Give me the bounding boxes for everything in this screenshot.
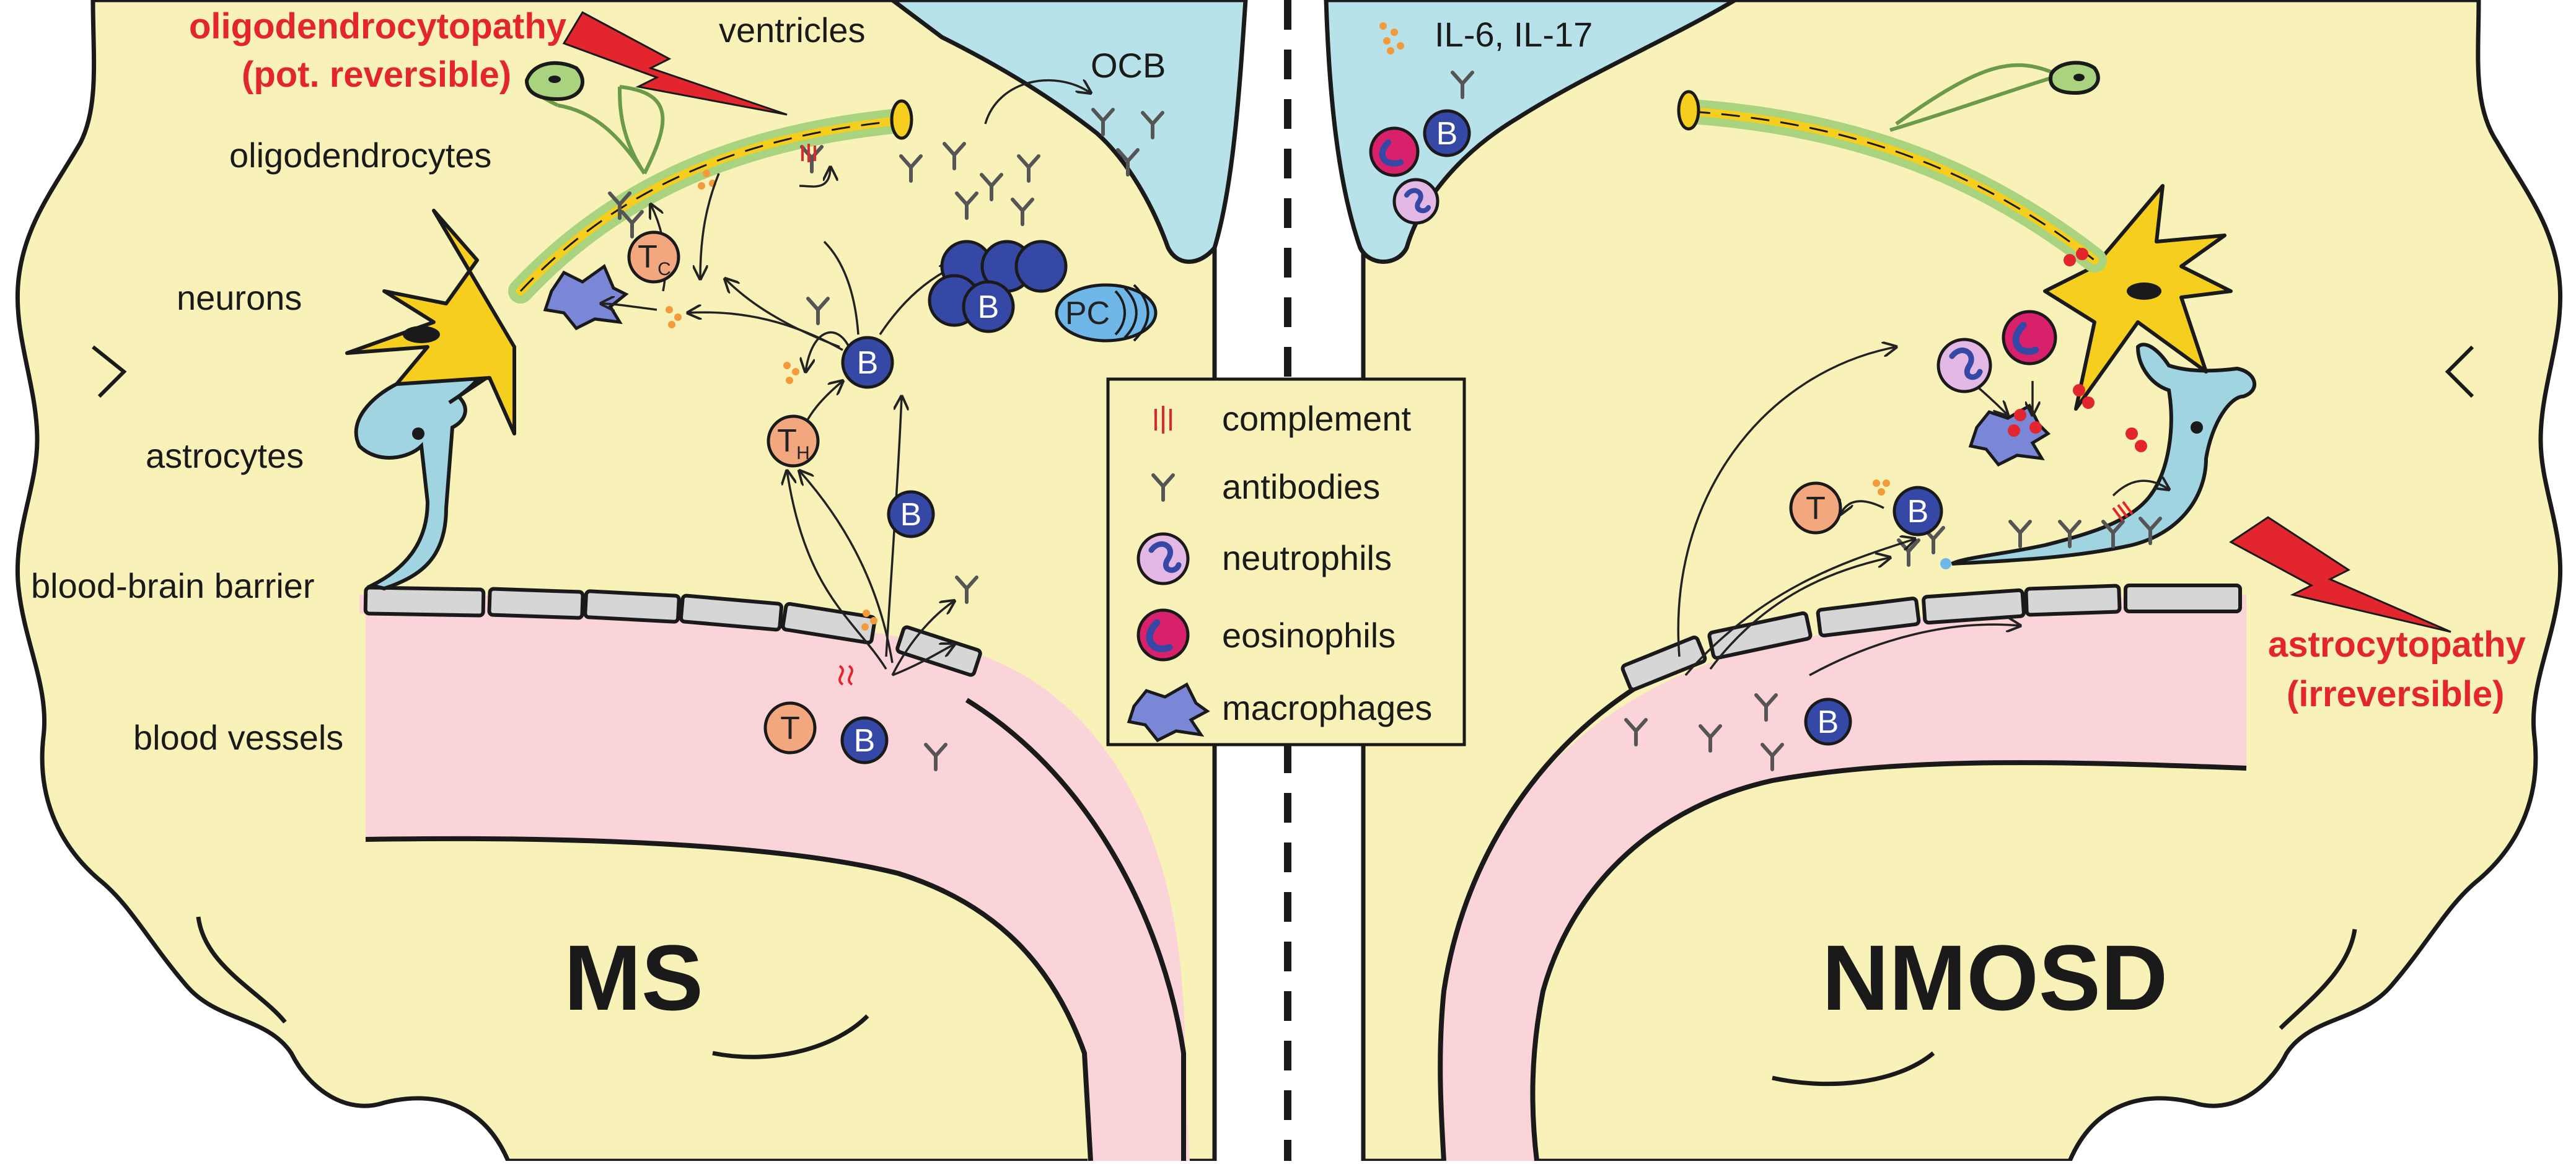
legend-label-eosinophils: eosinophils <box>1222 616 1396 655</box>
macrophage-icon <box>1127 682 1210 743</box>
vessel-left-lower-wall <box>365 836 1093 1162</box>
svg-text:C: C <box>657 259 671 279</box>
tc-cell: T C <box>627 230 680 284</box>
bbb-left <box>363 585 982 677</box>
svg-text:PC: PC <box>1065 295 1110 331</box>
bbb-label: blood-brain barrier <box>31 566 315 605</box>
t-cell-right: T <box>1789 481 1842 535</box>
svg-text:B: B <box>1818 704 1839 740</box>
vessel-right-inner-wall <box>1438 685 1638 1162</box>
complement-marks <box>801 144 2134 686</box>
bbb-right <box>1620 584 2242 692</box>
cytokine-dots <box>666 22 1890 631</box>
macrophage-icon-right <box>1968 403 2051 467</box>
neutrophil-right <box>1936 338 1992 393</box>
svg-text:B: B <box>1907 494 1929 530</box>
svg-text:T: T <box>1806 491 1826 527</box>
svg-text:B: B <box>857 345 879 381</box>
astrocytopathy-label: astrocytopathy <box>2268 624 2526 665</box>
b-cell-ventricle: B <box>1423 109 1471 157</box>
vessel-right <box>1440 595 2246 1161</box>
b-cell-left-vessel: B <box>840 716 889 764</box>
b-cell-cluster: B PC <box>928 240 1158 343</box>
neutrophil-ventricle <box>1392 178 1440 225</box>
svg-text:T: T <box>780 711 800 746</box>
b-cell-left-2: B <box>887 490 935 538</box>
arrows-right <box>1677 347 2169 676</box>
brain-fold-left <box>196 916 287 1024</box>
ocb-label: OCB <box>1091 46 1166 85</box>
eosinophil-right <box>2002 310 2057 365</box>
oligodendrocyte-left <box>508 61 913 304</box>
svg-text:B: B <box>978 289 1000 325</box>
neutrophil-icon <box>1136 532 1190 585</box>
aqp4-marker <box>1940 558 1951 569</box>
irreversible-label: (irreversible) <box>2287 674 2504 714</box>
legend-label-neutrophils: neutrophils <box>1222 538 1392 577</box>
lightning-icon-right <box>2229 516 2451 633</box>
neuron-right <box>2043 184 2233 411</box>
astrocytes-label: astrocytes <box>146 436 304 475</box>
brain-right-hemisphere <box>1361 0 2563 1163</box>
eosinophil-icon <box>1136 608 1190 662</box>
b-cell-right-vessel: B <box>1804 698 1852 746</box>
b-cell-right: B <box>1892 486 1943 536</box>
legend-label-complement: complement <box>1222 399 1411 438</box>
astrocyte-right <box>1951 343 2257 566</box>
brain-fold-right-2 <box>2279 929 2357 1030</box>
pot-reversible-label: (pot. reversible) <box>242 55 511 95</box>
svg-text:T: T <box>777 423 797 459</box>
plasma-cell <box>1055 283 1158 343</box>
brain-fold-small-left <box>92 345 127 398</box>
released-dots-right <box>2008 248 2147 452</box>
neuron-left <box>345 209 516 435</box>
blood-vessels-label: blood vessels <box>133 718 343 757</box>
complement-icon <box>1154 406 1172 434</box>
vessel-right-lower-wall <box>1530 760 2247 1162</box>
ventricle-left <box>889 0 1248 264</box>
neurons-label: neurons <box>177 278 302 317</box>
brain-fold-small-right <box>2445 345 2474 398</box>
ventricles-label: ventricles <box>719 11 866 50</box>
legend-label-macrophages: macrophages <box>1222 688 1432 727</box>
vessel-left <box>366 613 1190 1161</box>
svg-text:B: B <box>900 497 922 533</box>
eosinophil-ventricle <box>1369 126 1420 177</box>
ms-label: MS <box>564 926 703 1030</box>
vessel-left-inner-wall <box>965 698 1186 1161</box>
oligodendrocytes-label: oligodendrocytes <box>229 136 491 175</box>
cytokines-label: IL-6, IL-17 <box>1435 15 1593 54</box>
legend: complement antibodies neutrophils eosino… <box>1106 377 1466 746</box>
lightning-icon-left <box>562 11 788 116</box>
legend-label-antibodies: antibodies <box>1222 467 1380 506</box>
brain-fold-left-2 <box>712 1014 869 1059</box>
th-cell: T H <box>767 414 820 468</box>
nmosd-label: NMOSD <box>1822 926 2168 1030</box>
oligodendrocytopathy-label: oligodendrocytopathy <box>189 6 566 46</box>
svg-text:H: H <box>796 443 810 463</box>
brain-fold-right <box>1772 1051 1935 1087</box>
svg-text:T: T <box>638 239 657 275</box>
svg-text:B: B <box>1436 116 1458 152</box>
oligodendrocyte-right <box>1677 61 2107 273</box>
svg-text:B: B <box>854 723 876 759</box>
b-cell-left-1: B <box>841 336 894 389</box>
t-cell-left-vessel: T <box>763 701 817 755</box>
